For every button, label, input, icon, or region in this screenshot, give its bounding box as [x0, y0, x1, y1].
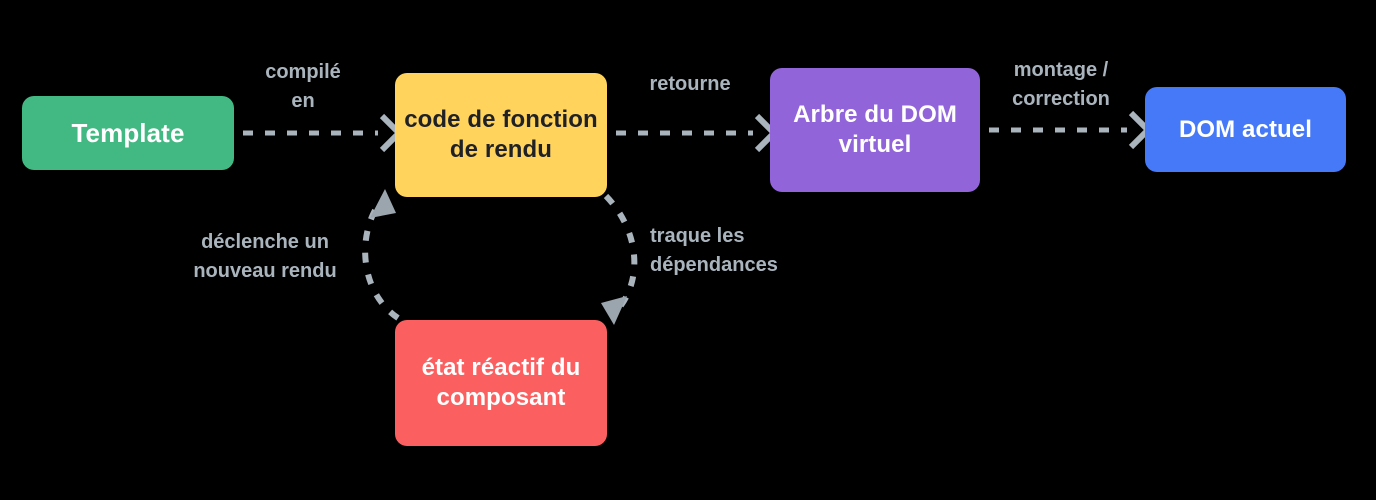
edge-label-returns: retourne	[649, 73, 731, 95]
node-actual-dom-label: DOM actuel	[1178, 115, 1313, 143]
edge-compile	[243, 113, 404, 153]
edge-label-trigger-rerender: déclenche un nouveau rendu	[193, 231, 337, 282]
edge-label-compile: compilé en	[265, 61, 341, 112]
edge-returns	[616, 113, 779, 153]
node-template-label: Template	[71, 117, 185, 148]
node-reactive-state-label: état réactif du composant	[421, 354, 581, 411]
node-reactive-state[interactable]: état réactif du composant	[395, 320, 607, 446]
node-render-function-label: code de fonction de rendu	[404, 106, 598, 163]
node-actual-dom[interactable]: DOM actuel	[1145, 87, 1346, 172]
node-virtual-dom-tree-label: Arbre du DOM virtuel	[793, 101, 957, 158]
edge-retrigger	[362, 189, 400, 321]
node-virtual-dom-tree[interactable]: Arbre du DOM virtuel	[770, 68, 980, 192]
edge-mount	[989, 110, 1153, 150]
edge-track	[601, 193, 638, 325]
node-template[interactable]: Template	[22, 96, 234, 170]
node-render-function[interactable]: code de fonction de rendu	[395, 73, 607, 197]
edge-label-mount-patch: montage / correction	[1012, 59, 1110, 110]
edge-label-track-dependencies: traque les dépendances	[650, 225, 778, 276]
